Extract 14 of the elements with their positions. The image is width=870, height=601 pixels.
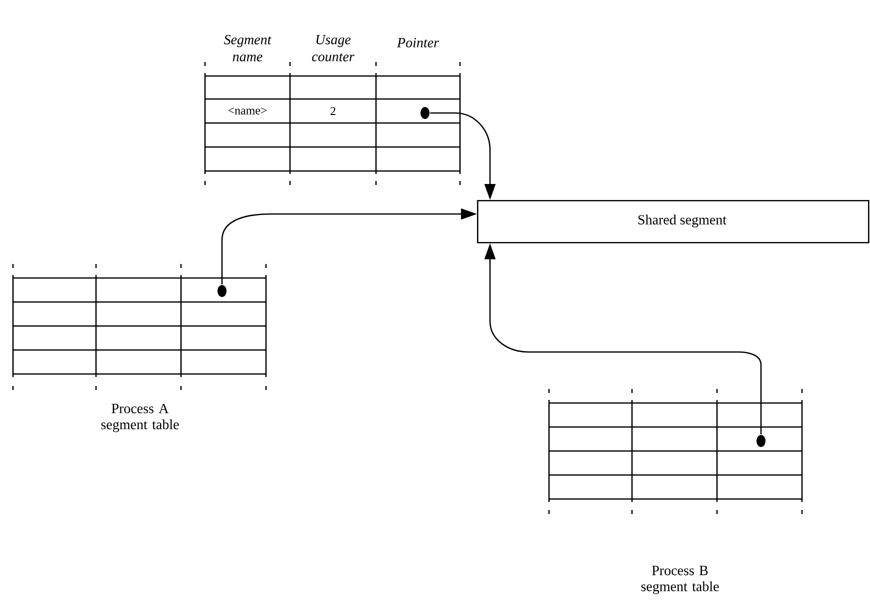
table-caption: Process A segment table	[101, 404, 179, 432]
table-caption: Process B segment table	[641, 566, 719, 594]
segment-box: Shared segment	[477, 200, 870, 244]
segment-table	[12, 264, 267, 390]
cell-text: <name>	[228, 108, 267, 114]
column-header: Pointer	[396, 38, 440, 48]
pointer-dot	[756, 435, 766, 447]
pointer-dot	[420, 107, 430, 119]
pointer-dot	[218, 285, 226, 297]
cell-text: 2	[330, 107, 336, 115]
segment-table	[204, 34, 461, 185]
segment-table	[548, 389, 803, 514]
column-header: Segment name	[224, 34, 272, 62]
column-header: Usage counter	[312, 35, 354, 62]
